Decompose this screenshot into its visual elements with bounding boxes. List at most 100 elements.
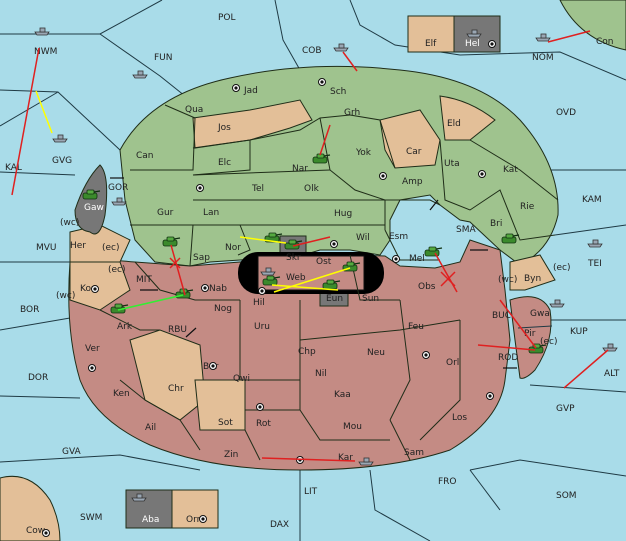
sea-label-ovd: OVD: [556, 108, 576, 118]
land-label-nil: Nil: [315, 369, 327, 379]
double-arrow-icon: [185, 327, 197, 338]
sea-label-tei: TEI: [587, 259, 602, 269]
sea-label-gvp: GVP: [556, 404, 575, 414]
land-label-eun: Eun: [326, 294, 343, 304]
strait-markers: [110, 177, 517, 369]
supply-center-icon: [486, 392, 494, 400]
supply-center-icon: [330, 240, 338, 248]
sea-label-mvu: MVU: [36, 243, 57, 253]
sea-label-rod: ROD: [498, 353, 518, 363]
land-label-nar: Nar: [292, 164, 308, 174]
land-label-gwa: Gwa: [530, 309, 550, 319]
province-byn[interactable]: [509, 254, 556, 291]
land-label-neu: Neu: [367, 348, 385, 358]
sea-label-gva: GVA: [62, 447, 82, 457]
supply-center-icon: [256, 403, 264, 411]
land-label-olk: Olk: [304, 184, 320, 194]
land-label-nwm: NWM: [34, 47, 57, 57]
province-orn[interactable]: [171, 489, 219, 529]
sea-labels: POL FUN COB NOM OVD KAL KAM GOR MVU (wc)…: [5, 13, 620, 530]
land-label-lan: Lan: [203, 208, 219, 218]
supply-center-icon: [199, 515, 207, 523]
land-label-los: Los: [452, 413, 467, 423]
land-label-pir: Pir: [524, 329, 536, 339]
land-label-kat: Kat: [503, 165, 518, 175]
land-label-orl: Orl: [446, 358, 459, 368]
supply-center-icon: [42, 529, 50, 537]
land-label-orn: Orn: [186, 515, 202, 525]
land-label-tel: Tel: [251, 184, 264, 194]
sea-label-kal: KAL: [5, 163, 22, 173]
land-label-byn: Byn: [524, 274, 541, 284]
land-label-car: Car: [406, 147, 422, 157]
land-label-amp: Amp: [402, 177, 423, 187]
sea-label-alt: ALT: [604, 369, 620, 379]
land-label-con: Con: [596, 37, 614, 47]
land-label-nab: Nab: [209, 284, 227, 294]
supply-center-icon: [232, 84, 240, 92]
province-elf[interactable]: [407, 15, 455, 53]
supply-center-icon: [201, 284, 209, 292]
land-label-wil: Wil: [356, 233, 370, 243]
land-label-ail: Ail: [145, 423, 156, 433]
supply-center-icon: [196, 184, 204, 192]
sea-label-ec3: (ec): [553, 263, 571, 273]
province-aba[interactable]: [125, 489, 173, 529]
land-label-ver: Ver: [85, 344, 100, 354]
land-label-ken: Ken: [113, 389, 130, 399]
land-label-elc: Elc: [218, 158, 231, 168]
double-arrow-icon: [429, 199, 439, 211]
sea-label-rbu: RBU: [168, 325, 187, 335]
land-label-rie: Rie: [520, 202, 535, 212]
land-label-obs: Obs: [418, 282, 436, 292]
land-label-chp: Chp: [298, 347, 316, 357]
land-label-eld: Eld: [447, 119, 461, 129]
land-label-yok: Yok: [355, 148, 372, 158]
province-car[interactable]: [379, 109, 441, 169]
sea-label-wc2: (wc): [56, 291, 75, 301]
land-label-zin: Zin: [224, 450, 238, 460]
land-label-uru: Uru: [254, 322, 270, 332]
land-label-gaw: Gaw: [84, 203, 104, 213]
province-kor[interactable]: [69, 261, 131, 311]
land-label-web: Web: [286, 273, 306, 283]
land-label-her: Her: [70, 241, 86, 251]
sea-label-buc: BUC: [492, 311, 511, 321]
land-label-qua: Qua: [185, 105, 203, 115]
land-label-hug: Hug: [334, 209, 352, 219]
land-label-gvg: GVG: [52, 156, 72, 166]
land-label-skr: Skr: [286, 253, 301, 263]
land-label-gur: Gur: [157, 208, 174, 218]
supply-center-icon: [392, 255, 400, 263]
sea-label-dax: DAX: [270, 520, 289, 530]
sea-label-kam: KAM: [582, 195, 602, 205]
province-gwa[interactable]: [509, 296, 552, 379]
sea-label-ec4: (ec): [540, 337, 558, 347]
sea-label-som: SOM: [556, 491, 577, 501]
sea-label-fun: FUN: [154, 53, 173, 63]
land-labels: NWM GVG Elf Hel Con Jad Sch Qua Jos Grh …: [26, 37, 614, 536]
land-label-uta: Uta: [444, 159, 460, 169]
land-label-aba: Aba: [142, 515, 159, 525]
land-label-hel: Hel: [465, 39, 480, 49]
land-label-esm: Esm: [389, 232, 408, 242]
land-label-bri: Bri: [490, 219, 502, 229]
province-gaw[interactable]: [74, 164, 108, 235]
orders: [11, 30, 609, 462]
province-cow[interactable]: [0, 475, 61, 541]
province-eld[interactable]: [439, 95, 496, 141]
sea-label-wc1: (wc): [60, 218, 79, 228]
supply-center-icon: [379, 172, 387, 180]
land-label-elf: Elf: [425, 39, 437, 49]
supply-center-icon: [88, 364, 96, 372]
sea-label-dor: DOR: [28, 373, 48, 383]
sea-label-pol: POL: [218, 13, 236, 23]
land-label-sam: Sam: [404, 448, 424, 458]
land-label-jos: Jos: [217, 123, 231, 133]
cut-support-icon: [169, 257, 456, 287]
land-label-sot: Sot: [218, 418, 233, 428]
land-label-kor: Kor: [80, 284, 95, 294]
sea-label-ec1: (ec): [102, 243, 120, 253]
land-label-ost: Ost: [316, 257, 332, 267]
